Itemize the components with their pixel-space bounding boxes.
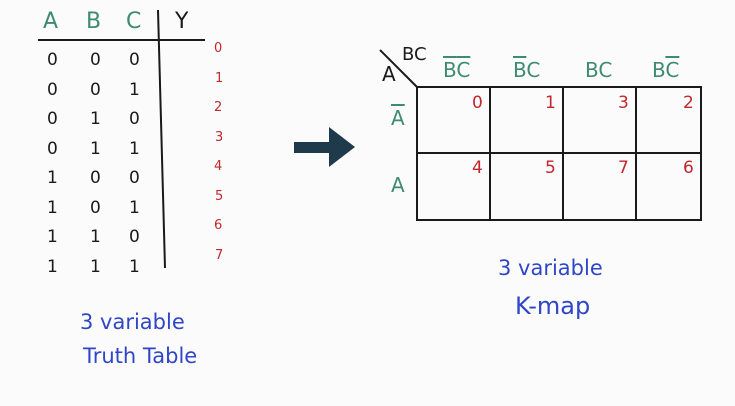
tt-cell: 1: [90, 227, 101, 247]
tt-caption-line1: 3 variable: [80, 310, 185, 334]
tt-row-index: 3: [215, 130, 224, 145]
tt-cell: 0: [129, 50, 140, 70]
kmap-col-header: BC: [585, 60, 612, 80]
tt-cell: 0: [90, 50, 101, 70]
tt-row-index: 4: [214, 159, 223, 174]
tt-row-index: 2: [214, 100, 223, 115]
kmap-cell-index: 3: [618, 93, 629, 113]
tt-cell: 1: [129, 257, 140, 277]
kmap-col-header: BC: [513, 60, 540, 80]
kmap-cell-index: 6: [683, 158, 694, 178]
kmap-col-header-c: C: [526, 58, 541, 82]
tt-cell: 1: [47, 168, 58, 188]
tt-cell: 0: [129, 227, 140, 247]
tt-cell: 0: [129, 109, 140, 129]
tt-cell: 0: [90, 198, 101, 218]
tt-header-a: A: [43, 9, 59, 34]
kmap-col-header-c: C: [456, 58, 471, 82]
tt-row-index: 6: [214, 218, 223, 233]
tt-cell: 0: [47, 50, 58, 70]
kmap-corner-diagonal: [379, 49, 418, 88]
kmap-row-header: A: [391, 173, 405, 197]
kmap-caption-line2: K-map: [515, 292, 591, 320]
tt-header-c: C: [126, 9, 142, 34]
kmap-corner-col-var: BC: [402, 44, 427, 65]
tt-row-index: 1: [215, 71, 224, 86]
kmap-caption-line1: 3 variable: [498, 256, 603, 280]
kmap-cell-index: 1: [545, 93, 556, 113]
tt-cell: 0: [47, 80, 58, 100]
tt-cell: 1: [129, 80, 140, 100]
tt-row-index: 5: [215, 189, 224, 204]
tt-caption-line2: Truth Table: [83, 344, 198, 368]
kmap-row-header: A: [391, 106, 405, 130]
tt-row-index: 0: [214, 41, 223, 56]
tt-cell: 1: [47, 257, 58, 277]
kmap-col-header-b: B: [513, 58, 527, 82]
tt-cell: 1: [90, 257, 101, 277]
tt-row-index: 7: [215, 248, 224, 263]
kmap-col-header-c: C: [665, 58, 680, 82]
kmap-col-header-c: C: [598, 58, 613, 82]
tt-cell: 1: [129, 198, 140, 218]
tt-cell: 1: [47, 198, 58, 218]
tt-cell: 0: [47, 139, 58, 159]
tt-cell: 1: [129, 139, 140, 159]
tt-cell: 1: [47, 227, 58, 247]
tt-output-divider: [157, 9, 166, 269]
kmap-col-header-b: B: [443, 58, 457, 82]
tt-cell: 0: [90, 80, 101, 100]
kmap-cell-index: 0: [472, 93, 483, 113]
tt-header-y: Y: [175, 9, 189, 34]
kmap-cell-index: 7: [618, 158, 629, 178]
tt-cell: 0: [47, 109, 58, 129]
tt-cell: 0: [129, 168, 140, 188]
tt-cell: 1: [90, 139, 101, 159]
kmap-cell-index: 4: [472, 158, 483, 178]
kmap-cell-index: 2: [683, 93, 694, 113]
kmap-corner-row-var: A: [382, 62, 396, 86]
tt-cell: 0: [90, 168, 101, 188]
kmap-col-header: BC: [443, 60, 470, 80]
kmap-cell-index: 5: [545, 158, 556, 178]
kmap-col-header-b: B: [652, 58, 666, 82]
tt-cell: 1: [90, 109, 101, 129]
kmap-col-header-b: B: [585, 58, 599, 82]
arrow-shaft: [294, 142, 334, 153]
tt-header-b: B: [86, 9, 102, 34]
arrow-head: [329, 127, 355, 167]
kmap-col-header: BC: [652, 60, 679, 80]
